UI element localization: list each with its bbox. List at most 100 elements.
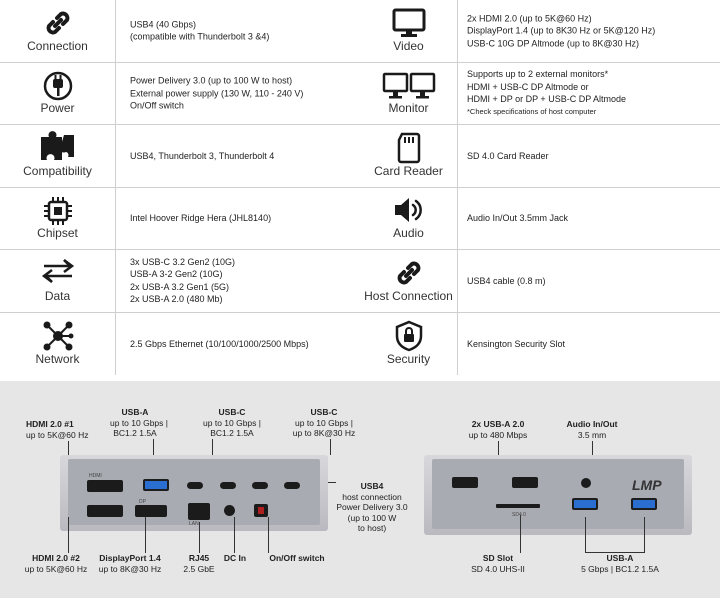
caption-sd-slot: SD Slot SD 4.0 UHS-II — [464, 553, 532, 574]
port-hdmi-2 — [87, 505, 123, 517]
port-usbc-2 — [220, 482, 236, 489]
spec-line: HDMI + USB-C DP Altmode or — [467, 81, 589, 92]
caption-sub: up to 8K@30 Hz — [98, 563, 162, 574]
spec-label: Network — [35, 352, 80, 366]
caption-title: USB-C — [310, 407, 338, 417]
spec-label: Audio — [393, 226, 424, 240]
spec-icon-cell: Host Connection — [360, 250, 458, 312]
caption-sub: BC1.2 1.5A — [210, 428, 254, 438]
caption-sub: up to 10 Gbps | — [203, 417, 261, 428]
leader-line — [199, 522, 200, 553]
spec-row-monitor: Monitor Supports up to 2 external monito… — [360, 62, 720, 125]
spec-icon-cell: Monitor — [360, 62, 458, 124]
spec-icon-cell: Connection — [0, 0, 116, 62]
speaker-icon — [394, 197, 422, 222]
spec-line: USB4 (40 Gbps) — [130, 19, 197, 30]
spec-icon-cell: Compatibility — [0, 125, 116, 187]
spec-label: Connection — [27, 38, 88, 53]
spec-line: USB4 cable (0.8 m) — [467, 275, 546, 286]
spec-value: Power Delivery 3.0 (up to 100 W to host)… — [130, 75, 354, 113]
caption-title: 2x USB-A 2.0 — [471, 419, 525, 429]
caption-usbc-1: USB-C up to 10 Gbps | BC1.2 1.5A — [200, 407, 264, 439]
spec-icon-cell: Audio — [360, 187, 458, 249]
port-hdmi-1 — [87, 480, 123, 492]
caption-sub: 2.5 GbE — [183, 563, 215, 574]
spec-icon-cell: Network — [0, 312, 116, 375]
spec-value: USB4 cable (0.8 m) — [467, 275, 714, 288]
caption-sub: up to 10 Gbps | — [110, 417, 168, 428]
leader-line — [145, 517, 146, 553]
port-tag: DP — [139, 499, 146, 505]
caption-sub: 3.5 mm — [577, 429, 607, 440]
spec-label: Power — [40, 101, 75, 115]
puzzle-icon — [40, 131, 74, 160]
spec-value: Audio In/Out 3.5mm Jack — [467, 212, 714, 225]
spec-table-right: Video 2x HDMI 2.0 (up to 5K@60 Hz) Displ… — [360, 0, 720, 375]
spec-label: Card Reader — [374, 163, 443, 178]
spec-label: Video — [393, 38, 424, 53]
port-usba-back-left — [572, 498, 598, 510]
lock-shield-icon — [395, 320, 422, 351]
spec-line: (compatible with Thunderbolt 3 &4) — [130, 31, 270, 42]
port-usba-back-right — [631, 498, 657, 510]
power-switch — [254, 504, 268, 517]
spec-value: USB4, Thunderbolt 3, Thunderbolt 4 — [130, 150, 354, 163]
spec-label: Security — [386, 352, 431, 366]
spec-value: Supports up to 2 external monitors* HDMI… — [467, 68, 714, 118]
caption-sub: (up to 100 W — [347, 512, 397, 523]
caption-hdmi-1: HDMI 2.0 #1 up to 5K@60 Hz — [26, 419, 89, 440]
port-rj45 — [188, 503, 210, 520]
spec-row-video: Video 2x HDMI 2.0 (up to 5K@60 Hz) Displ… — [360, 0, 720, 63]
network-icon — [43, 321, 73, 350]
caption-on-off: On/Off switch — [262, 553, 332, 564]
leader-line — [644, 517, 645, 553]
spec-label: Monitor — [388, 101, 429, 115]
spec-line: USB-A 3-2 Gen2 (10G) — [130, 269, 223, 280]
leader-line — [268, 517, 269, 553]
leader-line — [68, 441, 69, 457]
port-audio-jack — [581, 478, 591, 488]
port-usba-2-right — [512, 477, 538, 488]
spec-row-network: Network 2.5 Gbps Ethernet (10/100/1000/2… — [0, 312, 360, 375]
caption-audio: Audio In/Out 3.5 mm — [560, 419, 624, 440]
swap-arrows-icon — [41, 259, 74, 283]
spec-line: USB4, Thunderbolt 3, Thunderbolt 4 — [130, 150, 275, 161]
caption-displayport: DisplayPort 1.4 up to 8K@30 Hz — [96, 553, 164, 574]
spec-value: 3x USB-C 3.2 Gen2 (10G) USB-A 3-2 Gen2 (… — [130, 256, 354, 306]
caption-title: DisplayPort 1.4 — [99, 553, 161, 563]
caption-usba-back: USB-A 5 Gbps | BC1.2 1.5A — [570, 553, 670, 574]
caption-title: RJ45 — [188, 553, 210, 563]
dock-front-device: HDMI DP LAN — [60, 455, 328, 531]
dock-back-face — [432, 459, 684, 529]
spec-row-host-connection: Host Connection USB4 cable (0.8 m) — [360, 250, 720, 313]
port-displayport — [135, 505, 167, 517]
spec-icon-cell: Card Reader — [360, 125, 458, 187]
spec-line: Supports up to 2 external monitors* — [467, 69, 609, 80]
caption-sub: up to 5K@60 Hz — [26, 429, 89, 440]
caption-usba-2: 2x USB-A 2.0 up to 480 Mbps — [462, 419, 534, 440]
spec-row-connection: Connection USB4 (40 Gbps) (compatible wi… — [0, 0, 360, 63]
caption-sub: Power Delivery 3.0 — [336, 502, 408, 512]
spec-line: 2x USB-A 3.2 Gen1 (5G) — [130, 281, 230, 292]
spec-row-security: Security Kensington Security Slot — [360, 312, 720, 375]
port-tag: SD4.0 — [512, 512, 526, 518]
spec-line: 3x USB-C 3.2 Gen2 (10G) — [130, 256, 236, 267]
leader-line — [520, 515, 521, 553]
port-dc-in — [224, 505, 235, 516]
leader-line — [212, 439, 213, 455]
spec-line: External power supply (130 W, 110 - 240 … — [130, 88, 304, 98]
caption-title: On/Off switch — [269, 553, 325, 563]
power-plug-icon — [43, 71, 72, 100]
spec-value: 2.5 Gbps Ethernet (10/100/1000/2500 Mbps… — [130, 338, 354, 351]
spec-value: SD 4.0 Card Reader — [467, 150, 714, 163]
spec-icon-cell: Chipset — [0, 187, 116, 249]
spec-value: Kensington Security Slot — [467, 338, 714, 351]
spec-value: Intel Hoover Ridge Hera (JHL8140) — [130, 212, 354, 225]
port-usb4-host — [284, 482, 300, 489]
spec-line: HDMI + DP or DP + USB-C DP Altmode — [467, 94, 627, 105]
caption-rj45: RJ45 2.5 GbE — [176, 553, 222, 574]
port-sd-slot — [496, 504, 540, 508]
caption-title: DC In — [223, 553, 247, 563]
port-usba-2-left — [452, 477, 478, 488]
caption-title: USB-A — [606, 553, 634, 563]
